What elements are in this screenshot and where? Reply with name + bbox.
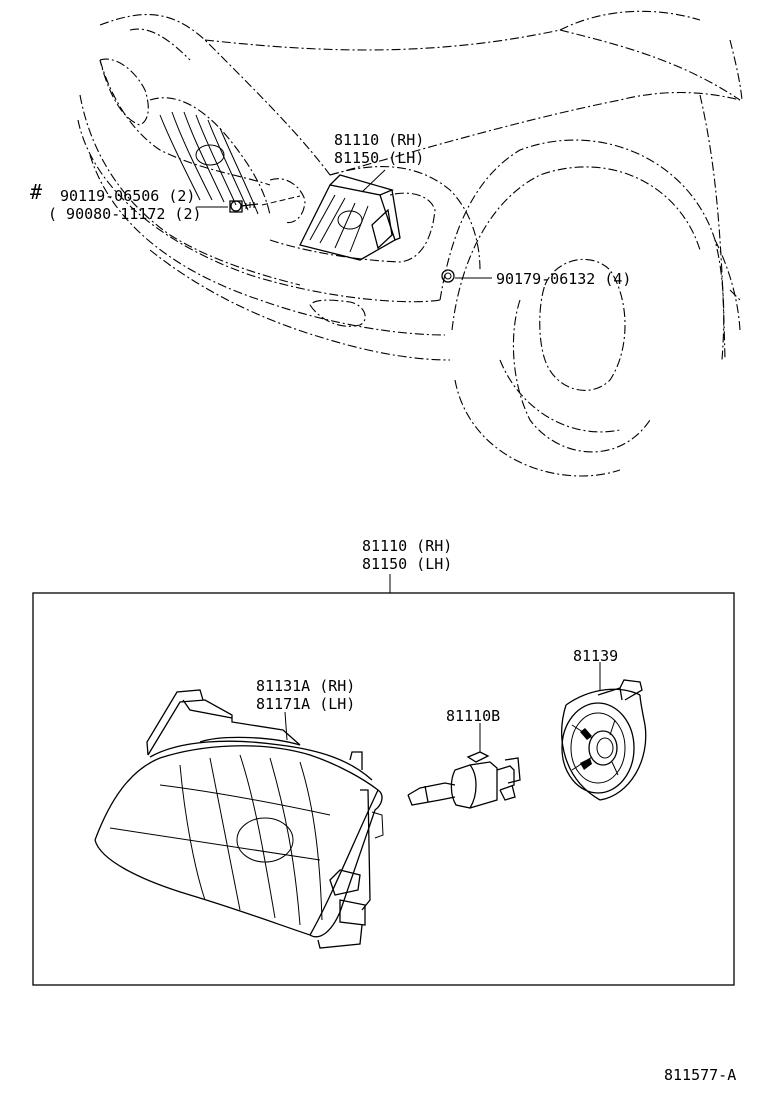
callout-bulb: 81110B [446, 707, 500, 725]
callout-headlamp-lh-box: 81150 (LH) [362, 555, 452, 573]
callout-headlamp-rh-top: 81110 (RH) [334, 131, 424, 149]
assembly-frame [32, 592, 735, 986]
callout-bolt-primary: 90119-06506 (2) [60, 187, 195, 205]
lens-leader-line [284, 711, 288, 741]
callout-bolt-alternate: ( 90080-11172 (2) [48, 205, 202, 223]
bolt-icon [229, 200, 259, 213]
callout-lens-housing-rh: 81131A (RH) [256, 677, 355, 695]
hash-marker: # [30, 180, 42, 204]
callout-clip-nut: 90179-06132 (4) [496, 270, 631, 288]
installed-headlamp-illustration [299, 174, 401, 261]
clip-nut-icon [441, 269, 455, 283]
socket-cover-illustration [561, 662, 647, 801]
callout-headlamp-lh-top: 81150 (LH) [334, 149, 424, 167]
callout-lens-housing-lh: 81171A (LH) [256, 695, 355, 713]
callout-socket-cover: 81139 [573, 647, 618, 665]
diagram-id: 811577-A [664, 1066, 736, 1084]
callout-headlamp-rh-box: 81110 (RH) [362, 537, 452, 555]
top-leader-lines [196, 169, 492, 279]
bulb-illustration [407, 723, 521, 809]
headlamp-unit-illustration [94, 689, 384, 949]
vehicle-outline [77, 10, 743, 477]
